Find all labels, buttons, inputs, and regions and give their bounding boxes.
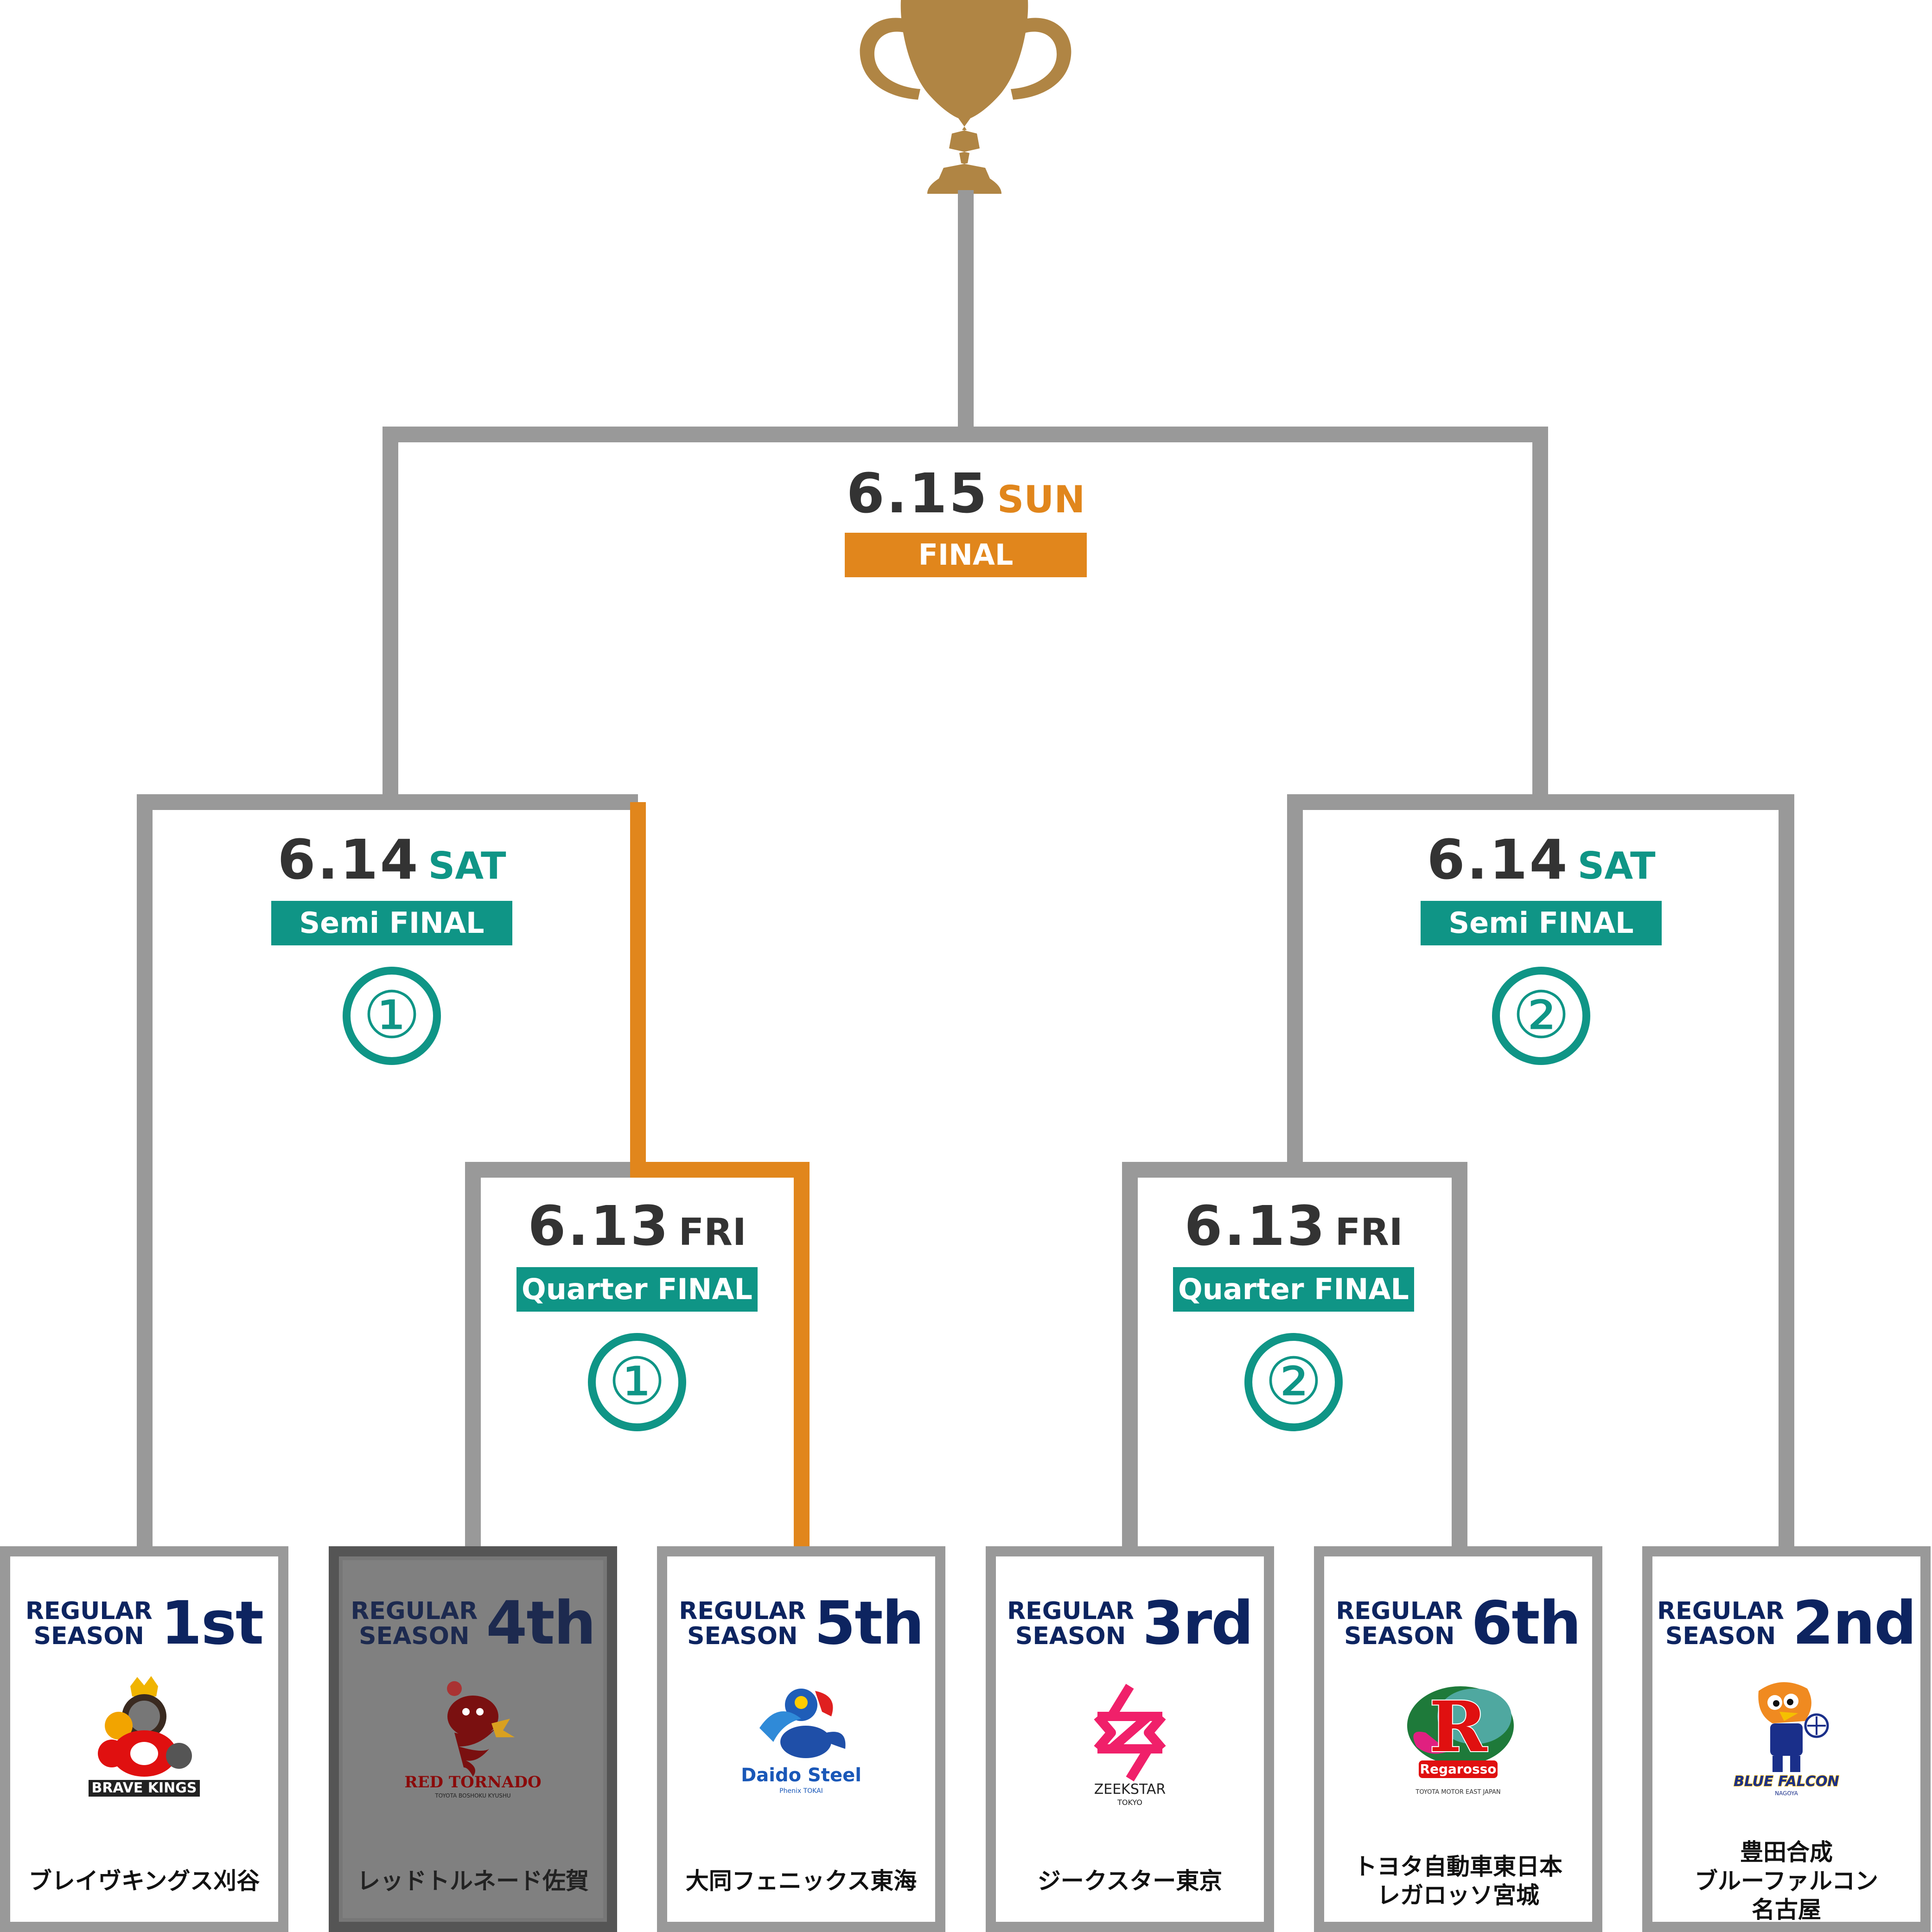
blue-falcon-logo-icon: BLUE FALCON NAGOYA xyxy=(1652,1672,1920,1816)
svg-text:Regarosso: Regarosso xyxy=(1420,1761,1496,1777)
team-name: レッドトルネード佐賀 xyxy=(357,1868,589,1894)
semi2-match-number: ② xyxy=(1492,967,1590,1065)
zeekstar-logo-icon: ZEEKSTAR TOKYO xyxy=(996,1672,1264,1816)
svg-text:RED TORNADO: RED TORNADO xyxy=(404,1773,541,1792)
svg-text:BLUE FALCON: BLUE FALCON xyxy=(1734,1773,1839,1790)
team-name: 大同フェニックス東海 xyxy=(685,1868,917,1894)
qf1-badge: Quarter FINAL xyxy=(516,1267,758,1312)
seed-rank: 3rd xyxy=(1142,1589,1254,1658)
winner-path-line xyxy=(630,802,810,1551)
qf2-badge: Quarter FINAL xyxy=(1173,1267,1414,1312)
semi1-bracket-line xyxy=(137,794,638,1551)
team-name: トヨタ自動車東日本 レガロッソ宮城 xyxy=(1354,1853,1562,1909)
team-name: ジークスター東京 xyxy=(1037,1868,1223,1894)
team-name: ブレイヴキングス刈谷 xyxy=(28,1868,260,1894)
final-bracket-line xyxy=(383,427,1548,795)
svg-text:R: R xyxy=(1429,1686,1488,1768)
seed-rank: 4th xyxy=(486,1589,596,1658)
qf2-match-number: ② xyxy=(1244,1333,1343,1431)
qf1-bracket-line xyxy=(465,1162,635,1551)
svg-text:TOKYO: TOKYO xyxy=(1117,1798,1142,1807)
svg-text:TOYOTA BOSHOKU KYUSHU: TOYOTA BOSHOKU KYUSHU xyxy=(434,1792,510,1799)
team-name: 豊田合成 ブルーファルコン 名古屋 xyxy=(1695,1839,1878,1923)
svg-text:Daido Steel: Daido Steel xyxy=(741,1765,861,1786)
semi2-bracket-line xyxy=(1287,794,1794,1551)
seed-rank: 5th xyxy=(814,1589,924,1658)
qf2-bracket-line xyxy=(1122,1162,1467,1551)
svg-text:NAGOYA: NAGOYA xyxy=(1775,1790,1798,1797)
svg-text:ZEEKSTAR: ZEEKSTAR xyxy=(1094,1781,1166,1798)
red-tornado-logo-icon: RED TORNADO TOYOTA BOSHOKU KYUSHU xyxy=(339,1672,607,1816)
semi1-badge: Semi FINAL xyxy=(271,901,512,945)
svg-text:Phenix TOKAI: Phenix TOKAI xyxy=(779,1787,823,1795)
final-badge: FINAL xyxy=(845,533,1087,577)
trophy-icon xyxy=(860,0,1071,194)
svg-text:TOYOTA MOTOR EAST JAPAN: TOYOTA MOTOR EAST JAPAN xyxy=(1415,1789,1500,1796)
brave-kings-logo-icon: BRAVE KINGS xyxy=(10,1672,278,1816)
semi2-badge: Semi FINAL xyxy=(1421,901,1662,945)
daido-phenix-logo-icon: Daido Steel Phenix TOKAI xyxy=(667,1672,935,1816)
qf1-match-number: ① xyxy=(588,1333,686,1431)
seed-rank: 6th xyxy=(1471,1589,1581,1658)
seed-rank: 1st xyxy=(160,1589,264,1658)
regarosso-logo-icon: R Regarosso TOYOTA MOTOR EAST JAPAN xyxy=(1324,1672,1592,1816)
seed-rank: 2nd xyxy=(1792,1589,1917,1658)
svg-text:BRAVE KINGS: BRAVE KINGS xyxy=(91,1780,197,1796)
semi1-match-number: ① xyxy=(343,967,441,1065)
